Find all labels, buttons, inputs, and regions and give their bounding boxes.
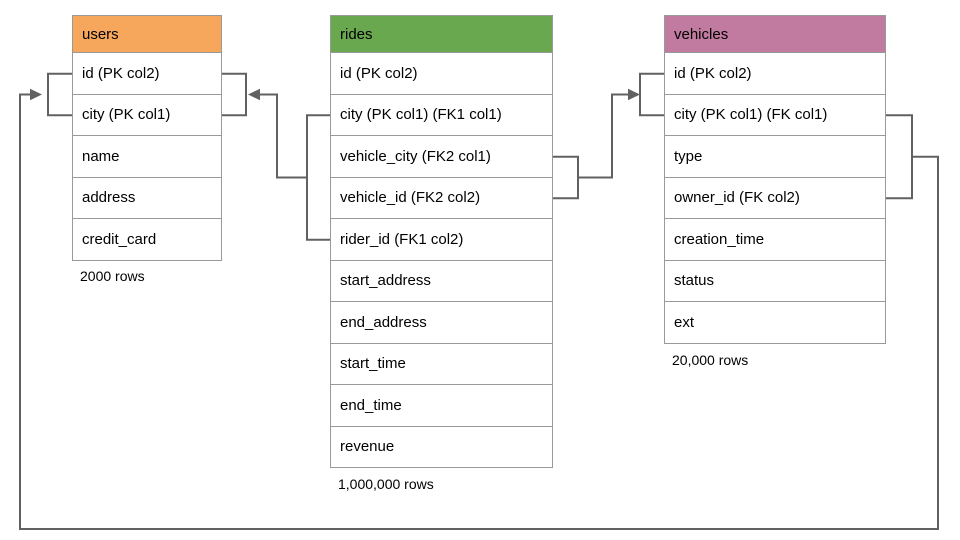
table-row: creation_time [664, 219, 886, 261]
rides-to-vehicles-connector [578, 93, 628, 179]
rides-to-vehicles-arrow-icon [628, 88, 640, 101]
rides-fk1-left-bracket [306, 114, 330, 241]
table-row: name [72, 136, 222, 178]
table-row: start_address [330, 260, 553, 302]
table-row: vehicle_city (FK2 col1) [330, 136, 553, 178]
vehicles-row-count: 20,000 rows [672, 352, 749, 368]
table-row: start_time [330, 343, 553, 385]
rides-to-users-arrow-icon [248, 88, 260, 101]
table-row: city (PK col1) (FK col1) [664, 94, 886, 136]
table-row: end_address [330, 302, 553, 344]
vehicles-to-users-arrow-icon [30, 88, 42, 101]
vehicles-pk-left-bracket [639, 72, 664, 117]
table-row: id (PK col2) [330, 53, 553, 95]
vehicles-to-users-connector [19, 93, 939, 530]
table-row: credit_card [72, 219, 222, 261]
table-row: city (PK col1) (FK1 col1) [330, 94, 553, 136]
table-rides-header: rides [330, 15, 553, 53]
table-row: ext [664, 302, 886, 344]
rides-to-users-connector [260, 93, 307, 179]
users-pk-right-bracket [222, 72, 247, 117]
table-row: city (PK col1) [72, 94, 222, 136]
table-vehicles: vehicles id (PK col2) city (PK col1) (FK… [664, 15, 886, 344]
table-row: type [664, 136, 886, 178]
users-row-count: 2000 rows [80, 268, 145, 284]
users-pk-left-bracket [47, 72, 72, 117]
table-row: id (PK col2) [664, 53, 886, 95]
rides-fk2-right-bracket [553, 155, 579, 200]
table-vehicles-header: vehicles [664, 15, 886, 53]
table-users-header: users [72, 15, 222, 53]
table-row: vehicle_id (FK2 col2) [330, 177, 553, 219]
table-row: end_time [330, 385, 553, 427]
table-rides: rides id (PK col2) city (PK col1) (FK1 c… [330, 15, 553, 468]
table-row: address [72, 177, 222, 219]
rides-row-count: 1,000,000 rows [338, 476, 434, 492]
table-row: revenue [330, 426, 553, 468]
table-row: status [664, 260, 886, 302]
table-users: users id (PK col2) city (PK col1) name a… [72, 15, 222, 261]
table-row: rider_id (FK1 col2) [330, 219, 553, 261]
table-row: id (PK col2) [72, 53, 222, 95]
table-row: owner_id (FK col2) [664, 177, 886, 219]
vehicles-fk-right-bracket [886, 114, 913, 200]
